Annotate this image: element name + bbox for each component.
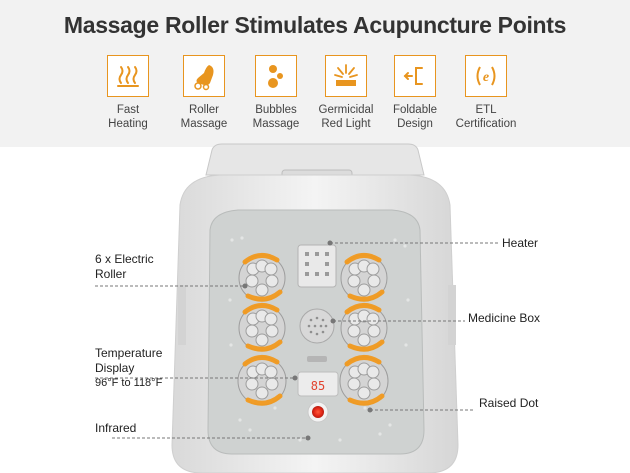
heat-waves-icon	[107, 55, 149, 97]
etl-logo-icon: e	[465, 55, 507, 97]
foldable-icon	[394, 55, 436, 97]
bubbles-icon	[255, 55, 297, 97]
callout-medicine-box: Medicine Box	[468, 311, 541, 325]
callout-raised-dot: Raised Dot	[479, 396, 539, 410]
foot-roller-icon	[183, 55, 225, 97]
page-title: Massage Roller Stimulates Acupuncture Po…	[63, 12, 567, 38]
red-light-icon	[325, 55, 367, 97]
callout-infrared: Infrared	[95, 421, 137, 435]
feature-header	[0, 0, 630, 147]
svg-text:e: e	[483, 70, 489, 85]
callout-heater: Heater	[502, 236, 539, 250]
svg-text:85: 85	[311, 379, 325, 393]
